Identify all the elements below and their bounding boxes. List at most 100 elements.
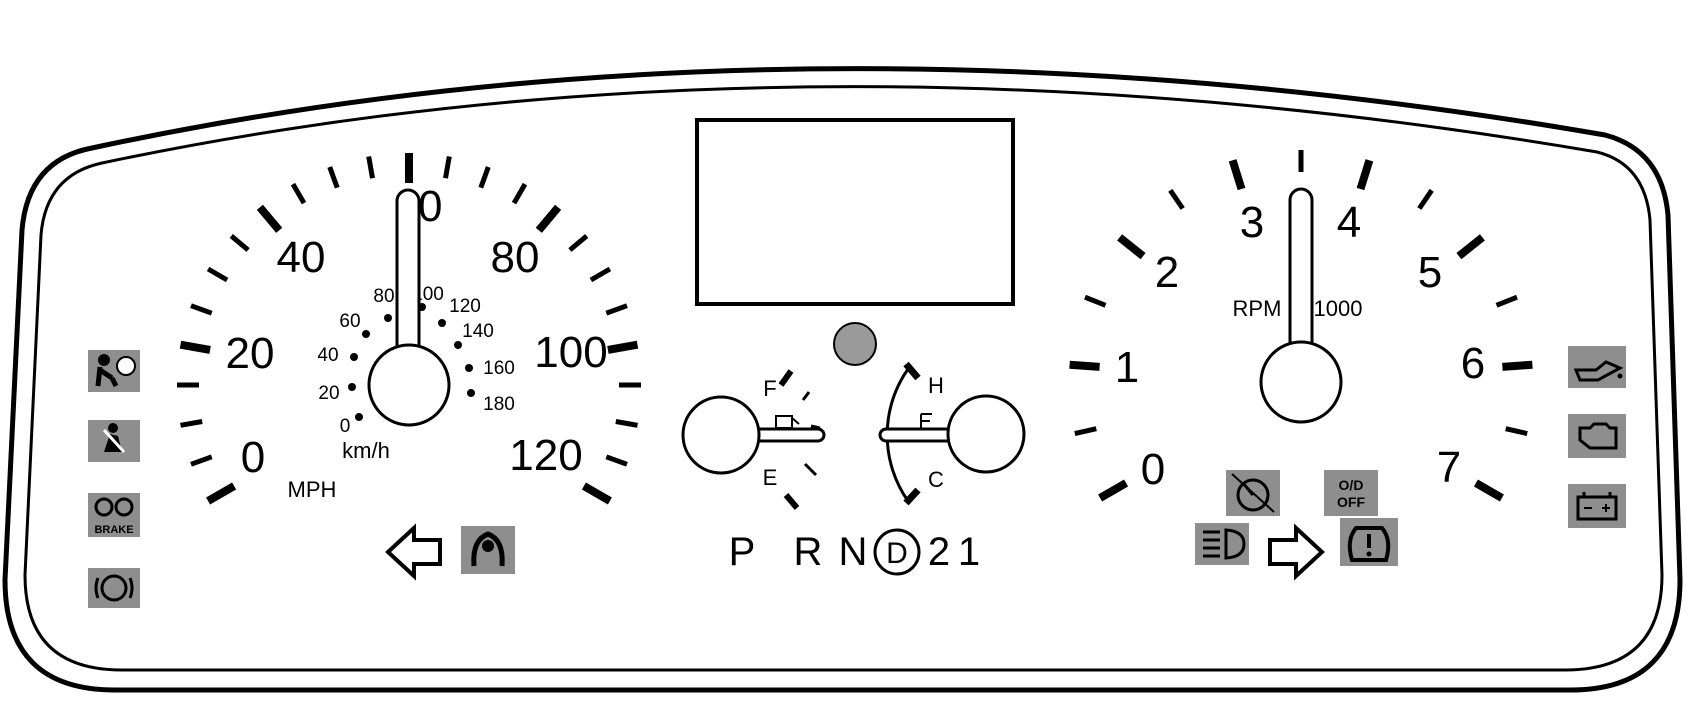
brake-icon: BRAKE xyxy=(88,493,140,537)
kmh-unit-label: km/h xyxy=(342,438,390,463)
rpm-unit-label: RPM xyxy=(1233,296,1282,321)
temp-tick-cold xyxy=(903,487,921,506)
gear-d: D xyxy=(886,537,908,570)
temp-cold-label: C xyxy=(928,467,944,492)
fuel-pump-icon xyxy=(775,415,800,429)
kmh-label-140: 140 xyxy=(462,321,494,342)
headlight-icon xyxy=(1195,523,1249,565)
battery-icon xyxy=(1568,484,1626,528)
indicator-light xyxy=(833,322,877,366)
speedometer-tick-24 xyxy=(581,482,612,505)
speedometer-tick-1 xyxy=(190,454,213,467)
rpm-label-4: 4 xyxy=(1337,198,1361,247)
speedometer-tick-4 xyxy=(179,340,211,354)
speedometer-tick-6 xyxy=(206,266,229,283)
kmh-label-180: 180 xyxy=(483,394,515,415)
tachometer-tick-4 xyxy=(1117,234,1146,260)
rpm-label-6: 6 xyxy=(1461,339,1485,388)
gear-r: R xyxy=(794,530,823,574)
tachometer-tick-3 xyxy=(1084,294,1107,308)
tachometer-tick-5 xyxy=(1168,188,1185,210)
cluster-inner-border xyxy=(23,85,1664,672)
rpm-multiplier-label: 1000 xyxy=(1314,296,1363,321)
tachometer-tick-9 xyxy=(1417,188,1434,210)
speedometer-tick-7 xyxy=(229,233,250,252)
tachometer-tick-12 xyxy=(1502,360,1533,371)
speedometer-tick-18 xyxy=(589,266,612,283)
speed-label-0: 0 xyxy=(241,433,265,482)
tachometer: 0 1 2 3 4 5 6 7 RPM 1000 xyxy=(1069,150,1533,502)
od-off-icon: O/D OFF xyxy=(1324,470,1378,516)
fuel-gauge: F E xyxy=(681,369,826,510)
speedometer-tick-9 xyxy=(290,182,307,205)
speedometer-ticks xyxy=(177,153,641,505)
speedometer-tick-5 xyxy=(190,303,213,316)
speedometer-tick-13 xyxy=(443,156,452,179)
speedometer-tick-15 xyxy=(511,182,528,205)
rpm-label-7: 7 xyxy=(1437,443,1461,492)
tire-pressure-icon xyxy=(1340,518,1398,566)
speedometer-tick-20 xyxy=(607,340,639,354)
rpm-label-5: 5 xyxy=(1418,248,1442,297)
speedometer-hub xyxy=(367,343,451,427)
od-off-text-bottom: OFF xyxy=(1337,494,1365,510)
kmh-label-160: 160 xyxy=(483,358,515,379)
kmh-dot-0 xyxy=(355,413,363,421)
check-engine-icon xyxy=(1568,414,1626,458)
gear-selector: P R N D 2 1 xyxy=(729,528,980,576)
gear-n: N xyxy=(839,530,868,574)
temp-hot-label: H xyxy=(928,373,944,398)
speedometer-tick-22 xyxy=(615,419,638,428)
kmh-label-80: 80 xyxy=(373,286,394,307)
kmh-dot-140 xyxy=(454,341,462,349)
right-turn-icon xyxy=(1268,523,1325,581)
left-warning-icons: BRAKE xyxy=(88,350,140,608)
rpm-label-2: 2 xyxy=(1155,248,1179,297)
temp-gauge: H C xyxy=(878,361,1026,506)
kmh-dot-40 xyxy=(350,353,358,361)
fuel-tick-34 xyxy=(801,391,811,401)
kmh-dot-180 xyxy=(467,389,475,397)
cruise-icon xyxy=(1226,470,1280,516)
tachometer-needle xyxy=(1288,187,1314,367)
speedometer-tick-2 xyxy=(180,419,203,428)
fuel-full-label: F xyxy=(763,376,776,401)
tachometer-tick-2 xyxy=(1069,360,1100,371)
speed-label-120: 120 xyxy=(509,431,582,480)
tachometer-tick-10 xyxy=(1456,234,1485,260)
speedometer-tick-16 xyxy=(535,204,562,233)
info-display xyxy=(695,118,1015,306)
tachometer-ticks xyxy=(1069,150,1533,502)
temp-hub xyxy=(946,394,1026,474)
abs-icon xyxy=(88,568,140,608)
seatbelt-icon xyxy=(88,420,140,462)
speed-label-40: 40 xyxy=(277,233,326,282)
kmh-dot-80 xyxy=(384,314,392,322)
traction-icon xyxy=(461,526,515,574)
fuel-tick-full xyxy=(778,369,794,387)
rpm-label-1: 1 xyxy=(1115,343,1139,392)
speedometer-tick-17 xyxy=(568,233,589,252)
kmh-dot-20 xyxy=(348,383,356,391)
rpm-label-3: 3 xyxy=(1240,198,1264,247)
fuel-hub xyxy=(681,395,761,475)
tachometer-tick-1 xyxy=(1074,426,1097,437)
gear-1: 1 xyxy=(958,530,980,574)
left-turn-icon xyxy=(385,523,442,581)
kmh-label-120: 120 xyxy=(449,296,481,317)
speedometer-tick-19 xyxy=(605,303,628,316)
oil-pressure-icon xyxy=(1568,346,1626,388)
tachometer-tick-6 xyxy=(1228,159,1246,191)
speedometer-tick-23 xyxy=(605,454,628,467)
speedometer-tick-0 xyxy=(206,482,237,505)
kmh-dot-120 xyxy=(438,319,446,327)
speedometer-tick-8 xyxy=(256,204,283,233)
tachometer-tick-8 xyxy=(1356,159,1374,191)
fuel-empty-label: E xyxy=(763,465,778,490)
fuel-tick-14 xyxy=(803,462,818,477)
tachometer-tick-13 xyxy=(1505,426,1528,437)
speed-label-100: 100 xyxy=(534,328,607,377)
airbag-icon xyxy=(88,350,140,392)
tachometer-tick-14 xyxy=(1473,479,1504,502)
